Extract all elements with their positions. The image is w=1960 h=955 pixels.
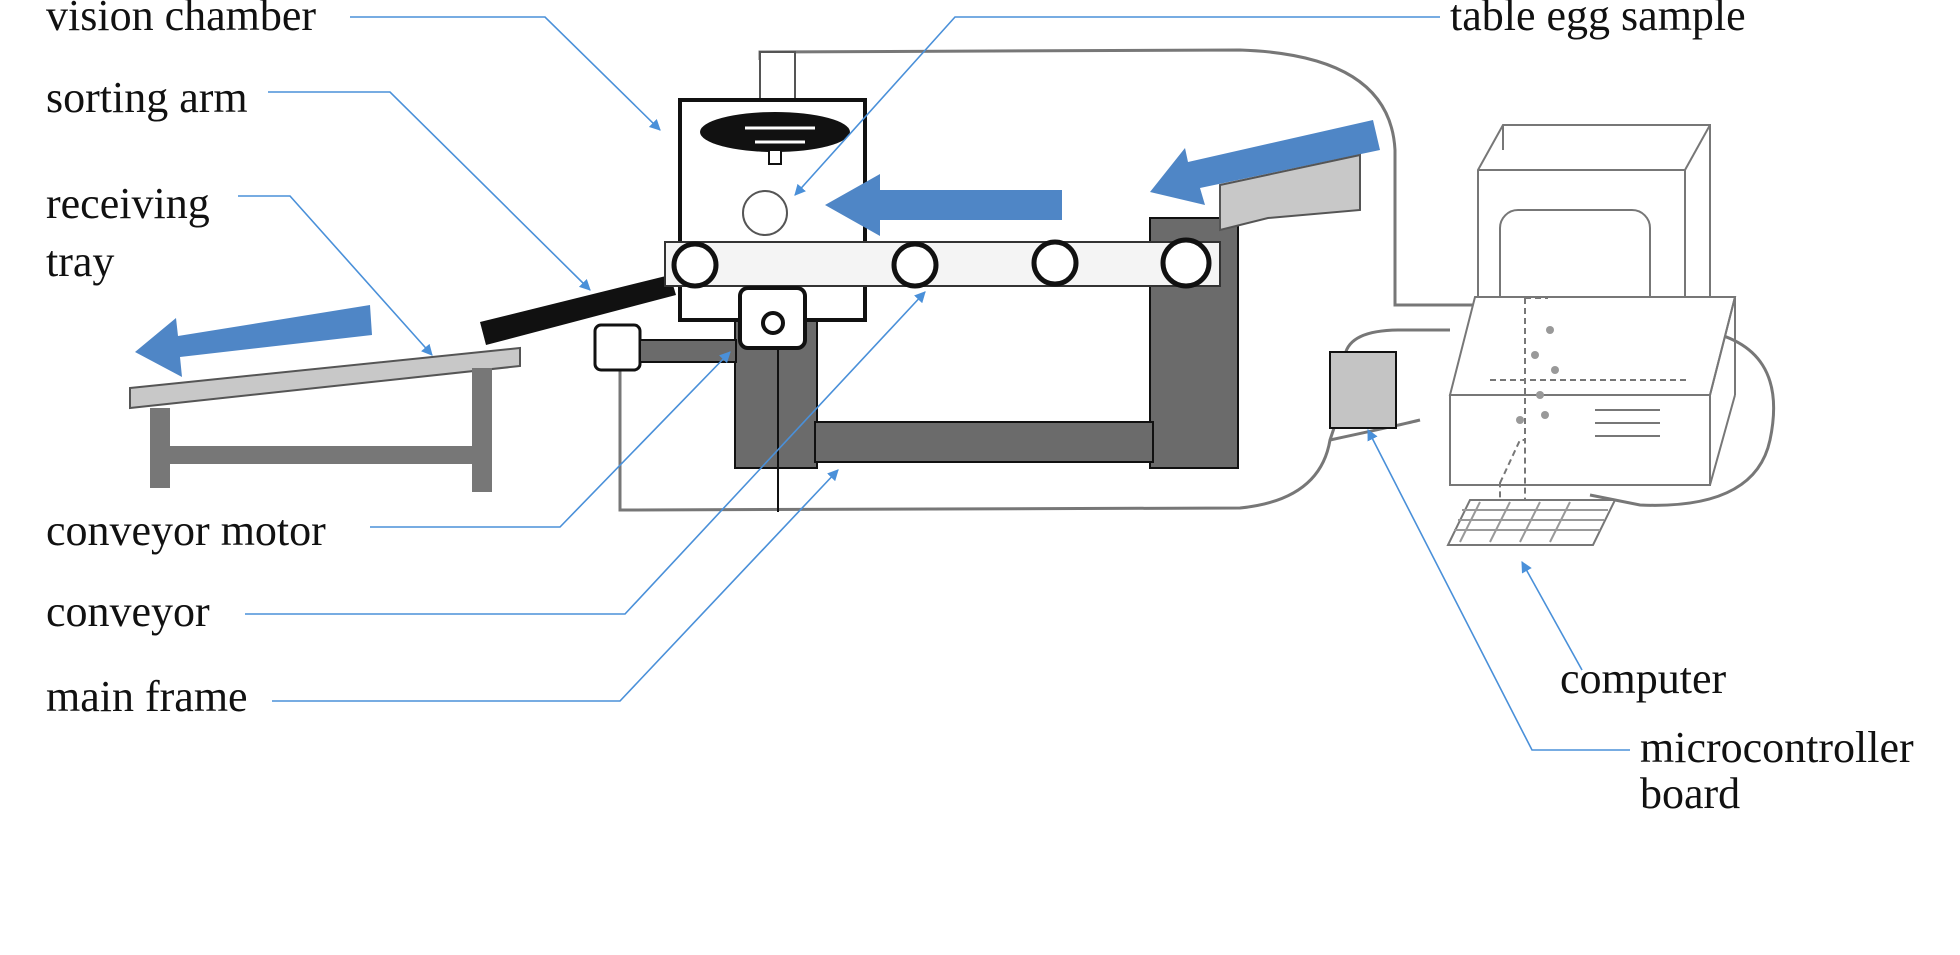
tray-flow-arrow	[135, 305, 372, 377]
keyboard	[1454, 501, 1608, 543]
sorting-arm	[480, 275, 676, 345]
keyboard-keys	[1516, 326, 1559, 424]
table-egg-sample-shape	[742, 190, 788, 236]
leader-vision-chamber	[350, 16, 661, 131]
label-table-egg-sample: table egg sample	[1450, 0, 1746, 40]
leader-main-frame	[272, 469, 839, 702]
receiving-tray	[129, 346, 521, 492]
leader-microcontroller-board	[1367, 429, 1630, 751]
conveyor	[664, 237, 1221, 289]
inlet-flow-arrow	[1150, 120, 1380, 205]
label-sorting-arm: sorting arm	[46, 73, 248, 122]
computer	[1446, 124, 1737, 546]
label-main-frame: main frame	[46, 672, 248, 721]
label-receiving-tray-line1: receiving	[46, 179, 210, 228]
leader-table-egg-sample	[794, 16, 1440, 196]
leader-conveyor-motor	[370, 351, 731, 528]
leader-sorting-arm	[268, 91, 591, 291]
leader-computer	[1521, 561, 1583, 671]
label-microcontroller-board-line2: board	[1640, 769, 1740, 818]
conveyor-motor	[593, 286, 807, 372]
leader-receiving-tray	[238, 195, 433, 356]
leader-conveyor	[245, 291, 926, 615]
label-microcontroller-board-line1: microcontroller	[1640, 723, 1914, 772]
microcontroller-board	[1329, 351, 1397, 429]
label-conveyor-motor: conveyor motor	[46, 506, 326, 555]
chamber-flow-arrow	[825, 174, 1062, 236]
label-computer: computer	[1560, 654, 1727, 703]
camera	[700, 112, 850, 152]
leader-lines	[238, 16, 1630, 751]
label-receiving-tray-line2: tray	[46, 237, 114, 286]
label-vision-chamber: vision chamber	[46, 0, 316, 40]
inlet-hopper	[1219, 153, 1361, 232]
label-conveyor: conveyor	[46, 587, 210, 636]
